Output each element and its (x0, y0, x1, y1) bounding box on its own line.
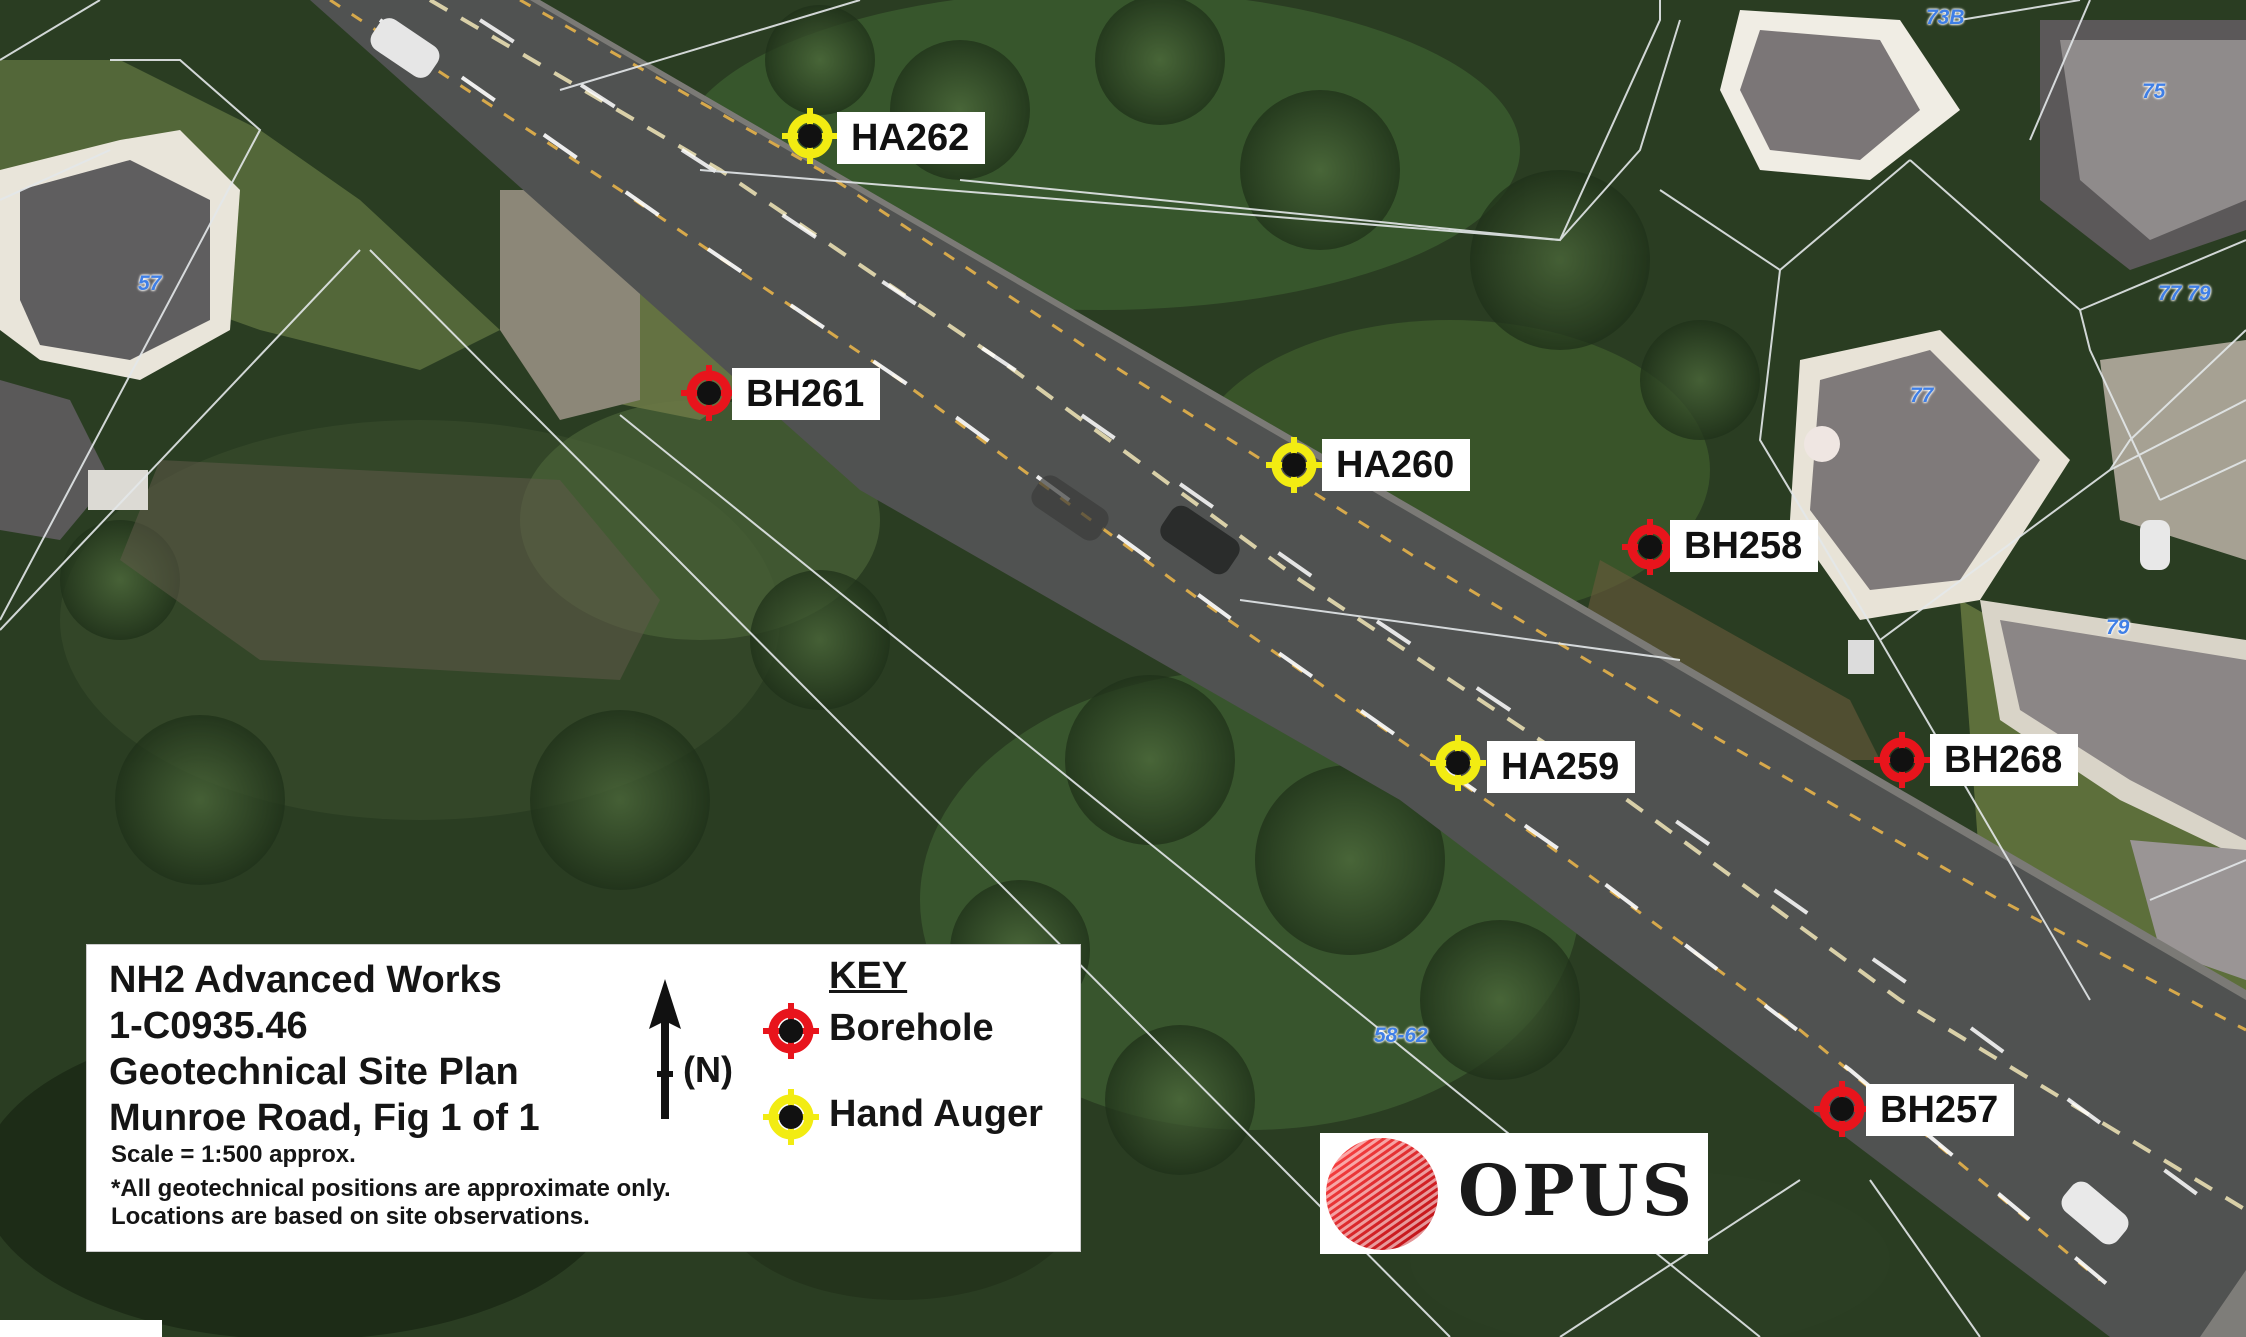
lot-number: 57 (138, 272, 162, 295)
lot-number: 73B (1926, 6, 1965, 29)
marker-label-bh268: BH268 (1930, 734, 2079, 786)
plan-title: Geotechnical Site Plan (109, 1051, 519, 1093)
marker-label-bh258: BH258 (1670, 520, 1819, 572)
key-borehole-label: Borehole (829, 1007, 994, 1049)
road-edge-south (329, 0, 2101, 1282)
north-label: (N) (683, 1049, 733, 1090)
hand-auger-key-icon (763, 1089, 819, 1145)
borehole-marker-icon[interactable] (679, 363, 739, 423)
borehole-key-icon (763, 1003, 819, 1059)
note-positions: *All geotechnical positions are approxim… (111, 1175, 671, 1202)
marker-label-ha259: HA259 (1487, 741, 1636, 793)
lot-number: 77 (1910, 384, 1934, 407)
vehicle (370, 18, 440, 78)
borehole-marker-icon[interactable] (1620, 517, 1680, 577)
hand-auger-marker-icon[interactable] (1264, 435, 1324, 495)
title-block-panel: NH2 Advanced Works 1-C0935.46 Geotechnic… (86, 944, 1081, 1252)
clearing (120, 460, 660, 680)
road-centre-line (428, 0, 2246, 1212)
lane-line (378, 18, 2152, 1322)
marker-label-ha262: HA262 (837, 112, 986, 164)
hand-auger-marker-icon[interactable] (1428, 733, 1488, 793)
marker-label-bh261: BH261 (732, 368, 881, 420)
note-locations: Locations are based on site observations… (111, 1203, 590, 1230)
houses (1720, 10, 2246, 980)
marker-label-ha260: HA260 (1322, 439, 1471, 491)
vehicle (2061, 1181, 2129, 1245)
lot-number: 75 (2142, 80, 2166, 103)
grass-verge (1580, 560, 1880, 760)
project-number: 1-C0935.46 (109, 1005, 308, 1047)
hand-auger-marker-icon[interactable] (780, 106, 840, 166)
vehicle (1160, 505, 1240, 575)
lot-number: 58-62 (1374, 1024, 1428, 1047)
key-title: KEY (829, 955, 908, 997)
lot-number: 79 (2106, 616, 2130, 639)
vehicle (1031, 475, 1109, 541)
lot-number: 77 79 (2158, 282, 2211, 305)
opus-logo: OPUS (1320, 1133, 1708, 1254)
road (310, 0, 2246, 1337)
scale-text: Scale = 1:500 approx. (111, 1141, 356, 1168)
houses-west (0, 130, 240, 540)
borehole-marker-icon[interactable] (1812, 1079, 1872, 1139)
borehole-marker-icon[interactable] (1872, 730, 1932, 790)
road-edge-north (519, 0, 2246, 1032)
opus-logo-mark (1320, 1133, 1708, 1254)
project-name: NH2 Advanced Works (109, 959, 502, 1001)
north-arrow-icon (649, 979, 681, 1119)
marker-label-bh257: BH257 (1866, 1084, 2015, 1136)
corner-tab (0, 1320, 162, 1337)
opus-logo-text: OPUS (1458, 1149, 1696, 1232)
grass-verge (0, 60, 500, 370)
key-hand-auger-label: Hand Auger (829, 1093, 1043, 1135)
figure-title: Munroe Road, Fig 1 of 1 (109, 1097, 540, 1139)
